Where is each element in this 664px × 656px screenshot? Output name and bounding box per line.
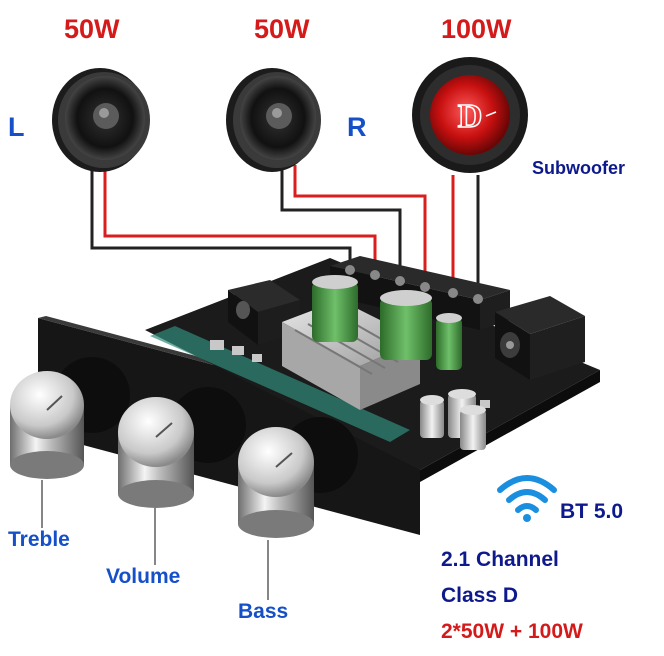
treble-knob[interactable] — [10, 371, 84, 479]
aux-audio-jack — [228, 280, 300, 345]
svg-text:D: D — [458, 98, 483, 135]
left-speaker-power-label: 50W — [64, 14, 120, 44]
volume-label: Volume — [106, 565, 181, 588]
right-speaker-power-label: 50W — [254, 14, 310, 44]
left-channel-label: L — [8, 112, 25, 142]
subwoofer-label: Subwoofer — [532, 158, 625, 178]
bass-knob[interactable] — [238, 427, 314, 538]
spec-class: Class D — [441, 584, 519, 607]
bluetooth-version-label: BT 5.0 — [560, 500, 624, 523]
treble-label: Treble — [8, 528, 70, 551]
subwoofer-speaker-icon: D — [412, 57, 528, 173]
bass-label: Bass — [238, 600, 289, 623]
aluminium-capacitors — [420, 389, 486, 450]
left-speaker-icon — [52, 68, 150, 172]
subwoofer-power-label: 100W — [441, 14, 512, 44]
spec-power: 2*50W + 100W — [441, 620, 583, 643]
speaker-wires — [90, 165, 480, 290]
dc-power-jack — [495, 296, 585, 380]
wifi-signal-icon — [497, 475, 557, 522]
right-speaker-icon — [226, 68, 321, 172]
volume-knob[interactable] — [118, 397, 194, 508]
spec-channel: 2.1 Channel — [441, 548, 559, 571]
knob-leader-lines — [41, 480, 269, 600]
right-channel-label: R — [347, 112, 367, 142]
green-capacitors — [312, 275, 462, 370]
